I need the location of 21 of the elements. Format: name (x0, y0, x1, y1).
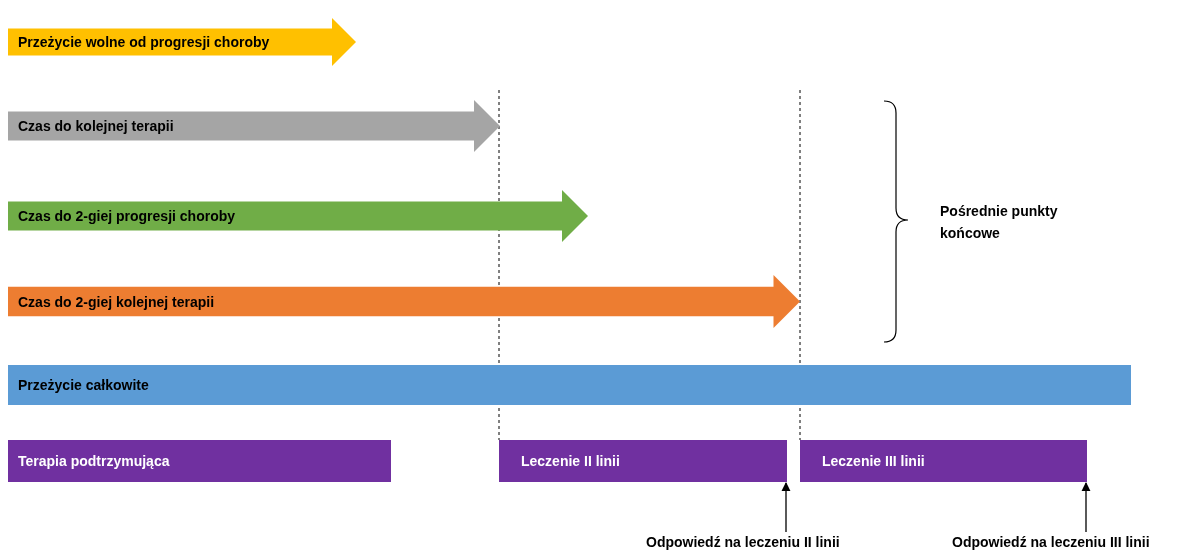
bar-label: Czas do 2-giej progresji choroby (18, 208, 236, 224)
bar-label: Terapia podtrzymująca (18, 453, 170, 469)
bar-label: Czas do 2-giej kolejnej terapii (18, 293, 215, 310)
arrow (781, 482, 791, 533)
pointed-timeline-band (8, 275, 800, 328)
timeline-bar (8, 365, 1131, 405)
bar-label: Czas do kolejnej terapii (18, 118, 174, 134)
bar-label: Leczenie II linii (521, 453, 620, 469)
timeline-bar (8, 440, 391, 482)
bar-label: Przeżycie wolne od progresji choroby (18, 34, 270, 50)
bar-label: Leczenie III linii (822, 453, 925, 469)
pointed-timeline-band (8, 190, 588, 242)
timeline-bar (499, 440, 787, 482)
pointed-timeline-band (8, 100, 500, 152)
bracket-label: Pośrednie punkty końcowe (940, 202, 1059, 243)
timeline-bar (800, 440, 1087, 482)
arrow (1081, 482, 1091, 533)
annotation-text: Odpowiedź na leczeniu III linii (952, 534, 1196, 554)
annotation-text: Odpowiedź na leczeniu II linii (646, 534, 890, 554)
bar-label: Przeżycie całkowite (18, 377, 149, 393)
pointed-timeline-band (8, 18, 356, 66)
